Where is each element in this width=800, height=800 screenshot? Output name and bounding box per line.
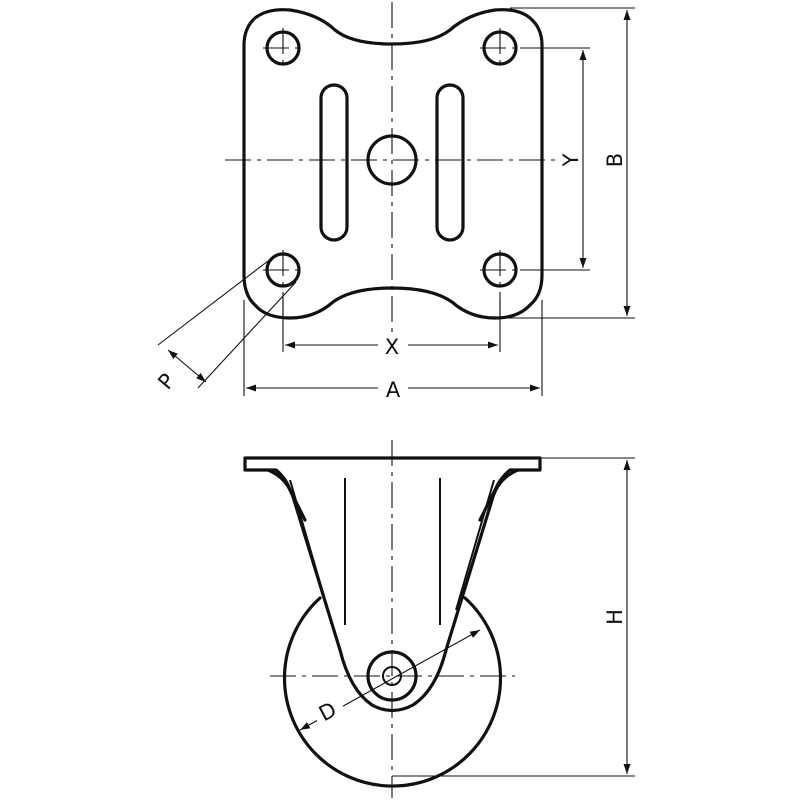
dimension-p: P [153, 257, 297, 394]
dimension-x: X [282, 300, 501, 359]
dimension-d: D [299, 629, 481, 731]
side-view [243, 440, 542, 798]
mounting-plate-outline [242, 8, 544, 320]
dimension-label-y: Y [559, 153, 583, 167]
dimension-a: A [243, 300, 543, 402]
fork-inner [289, 479, 495, 611]
dimension-label-a: A [386, 378, 401, 402]
top-view [225, 2, 560, 340]
dimension-y: Y [520, 47, 590, 271]
dimension-b: B [500, 7, 635, 319]
slot-right [435, 83, 465, 242]
dimension-label-x: X [385, 335, 399, 359]
dimension-h: H [392, 457, 635, 777]
slot-left [319, 83, 349, 242]
dimension-label-b: B [603, 153, 627, 167]
fork-outer [266, 468, 520, 713]
dimension-label-h: H [603, 609, 627, 625]
dimension-label-p: P [153, 369, 180, 394]
